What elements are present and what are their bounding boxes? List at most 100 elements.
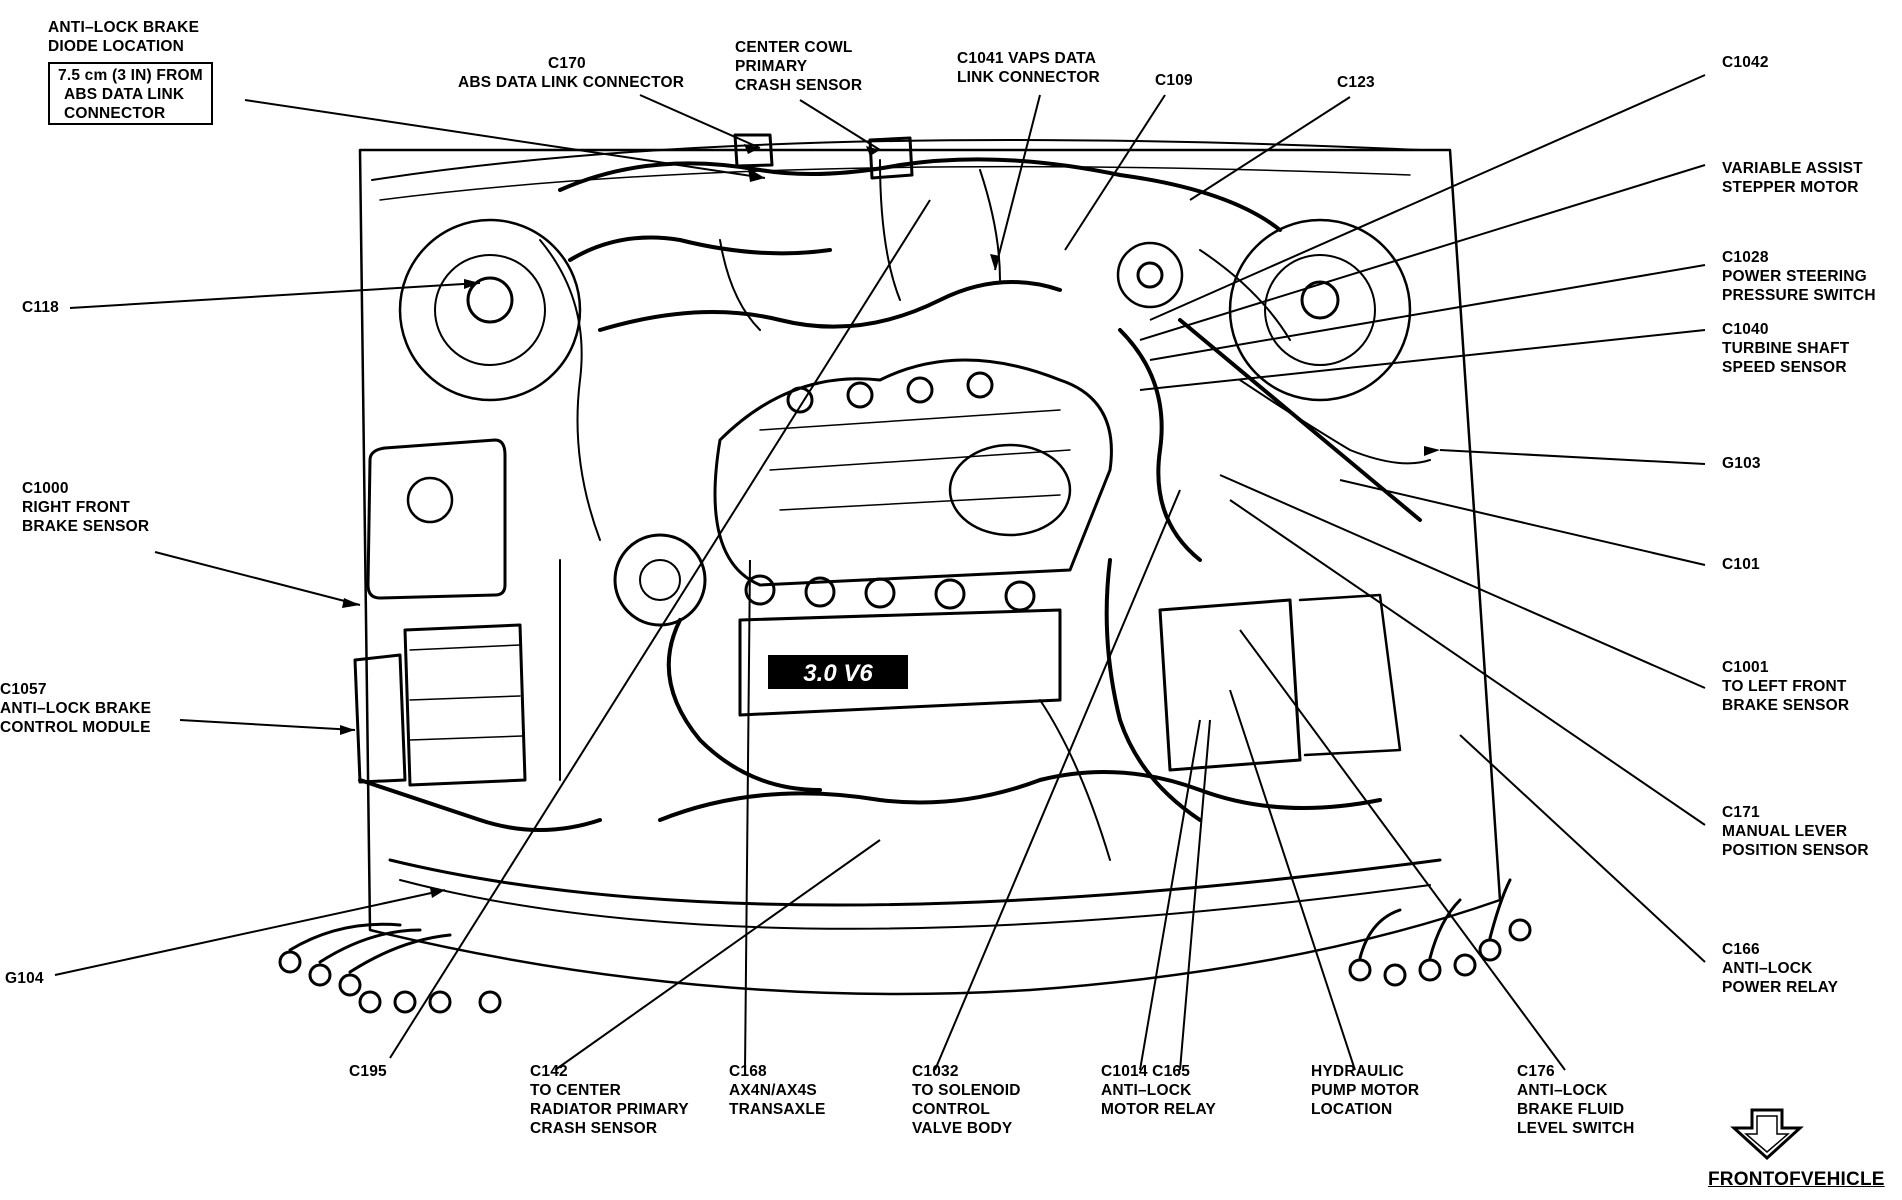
- label-line: CONTROL MODULE: [0, 719, 151, 736]
- label-c176: C176 ANTI–LOCK BRAKE FLUID LEVEL SWITCH: [1517, 1062, 1635, 1138]
- label-line: DIODE LOCATION: [48, 38, 184, 55]
- label-line: VALVE BODY: [912, 1120, 1013, 1137]
- label-c168: C168 AX4N/AX4S TRANSAXLE: [729, 1062, 826, 1119]
- leader-c1057: [179, 719, 356, 731]
- label-line: VARIABLE ASSIST: [1722, 160, 1863, 177]
- label-c1057: C1057 ANTI–LOCK BRAKE CONTROL MODULE: [0, 680, 151, 737]
- label-c1014: C1014 C165 ANTI–LOCK MOTOR RELAY: [1101, 1062, 1216, 1119]
- label-line: C166: [1722, 941, 1760, 958]
- label-line: C1028: [1722, 249, 1769, 266]
- label-c109: C109: [1155, 71, 1193, 90]
- leader-c1032: [934, 489, 1181, 1071]
- svg-text:3.0 V6: 3.0 V6: [803, 660, 873, 687]
- label-line: ANTI–LOCK: [1101, 1082, 1192, 1099]
- label-line: C118: [22, 299, 59, 316]
- leader-c165: [1179, 719, 1211, 1071]
- label-line: POSITION SENSOR: [1722, 842, 1869, 859]
- label-c1000: C1000 RIGHT FRONT BRAKE SENSOR: [22, 479, 149, 536]
- label-line: LINK CONNECTOR: [957, 69, 1100, 86]
- leader-c118: [69, 282, 481, 309]
- label-line: PRIMARY: [735, 58, 808, 75]
- label-c1032: C1032 TO SOLENOID CONTROL VALVE BODY: [912, 1062, 1021, 1138]
- label-line: SPEED SENSOR: [1722, 359, 1847, 376]
- label-line: AX4N/AX4S: [729, 1082, 817, 1099]
- label-line: ANTI–LOCK BRAKE: [48, 19, 200, 36]
- leader-c123: [1189, 96, 1351, 201]
- label-c1042: C1042: [1722, 53, 1769, 72]
- label-line: ABS DATA LINK CONNECTOR: [458, 74, 685, 91]
- front-arrow-icon: [1730, 1108, 1804, 1161]
- label-line: CRASH SENSOR: [735, 77, 863, 94]
- label-line: G104: [5, 970, 44, 987]
- label-c166: C166 ANTI–LOCK POWER RELAY: [1722, 940, 1838, 997]
- leader-c1028: [1149, 264, 1706, 361]
- label-line: C123: [1337, 74, 1375, 91]
- leader-c1001: [1219, 474, 1706, 689]
- label-c1040: C1040 TURBINE SHAFT SPEED SENSOR: [1722, 320, 1849, 377]
- leader-c176: [1239, 629, 1566, 1071]
- label-line: C1042: [1722, 54, 1769, 71]
- leader-c1000: [154, 551, 361, 606]
- label-line: POWER STEERING: [1722, 268, 1867, 285]
- leader-c171: [1229, 499, 1706, 826]
- label-line: ABS DATA LINK: [64, 86, 185, 103]
- leader-c142: [554, 839, 881, 1071]
- label-g104: G104: [5, 969, 44, 988]
- label-c195: C195: [349, 1062, 387, 1081]
- leader-c1041: [994, 94, 1041, 271]
- leader-g103: [1439, 449, 1706, 465]
- intake-manifold: [713, 358, 1113, 587]
- label-line: TO SOLENOID: [912, 1082, 1021, 1099]
- label-line: BRAKE FLUID: [1517, 1101, 1625, 1118]
- label-c170: C170 ABS DATA LINK CONNECTOR: [458, 54, 684, 92]
- label-line: C142: [530, 1063, 568, 1080]
- label-line: HYDRAULIC: [1311, 1063, 1405, 1080]
- label-abs-diode-box: 7.5 cm (3 IN) FROM ABS DATA LINK CONNECT…: [48, 62, 213, 125]
- leader-g104: [54, 889, 446, 976]
- label-c171: C171 MANUAL LEVER POSITION SENSOR: [1722, 803, 1869, 860]
- fluid-reservoir: [366, 438, 507, 600]
- label-c1028: C1028 POWER STEERING PRESSURE SWITCH: [1722, 248, 1876, 305]
- leader-c170: [639, 94, 761, 149]
- label-center-cowl: CENTER COWL PRIMARY CRASH SENSOR: [735, 38, 862, 95]
- label-line: C1001: [1722, 659, 1769, 676]
- label-line: MANUAL LEVER: [1722, 823, 1848, 840]
- leader-vas-stepper: [1139, 164, 1706, 341]
- label-line: MOTOR RELAY: [1101, 1101, 1217, 1118]
- abs-module: [403, 623, 527, 787]
- label-c118: C118: [22, 298, 59, 317]
- label-line: CONTROL: [912, 1101, 991, 1118]
- leader-c1042: [1149, 74, 1706, 321]
- label-g103: G103: [1722, 454, 1761, 473]
- leader-abs-diode: [244, 99, 766, 179]
- label-line: C170: [548, 55, 586, 72]
- label-line: PUMP MOTOR: [1311, 1082, 1420, 1099]
- label-line: C109: [1155, 72, 1193, 89]
- label-line: CONNECTOR: [64, 105, 166, 122]
- left-strut-tower: [1228, 218, 1412, 402]
- leader-c109: [1064, 94, 1166, 251]
- label-c101: C101: [1722, 555, 1760, 574]
- leader-center-cowl: [799, 99, 881, 151]
- leader-c1014: [1139, 719, 1201, 1071]
- leader-c1040: [1139, 329, 1706, 391]
- label-line: TO CENTER: [530, 1082, 622, 1099]
- label-line: C176: [1517, 1063, 1555, 1080]
- front-of-vehicle-label: FRONTOFVEHICLE: [1708, 1169, 1885, 1190]
- label-abs-diode: ANTI–LOCK BRAKE DIODE LOCATION: [48, 18, 199, 56]
- label-line: LEVEL SWITCH: [1517, 1120, 1635, 1137]
- label-line: C1041 VAPS DATA: [957, 50, 1097, 67]
- label-line: ANTI–LOCK BRAKE: [0, 700, 152, 717]
- label-line: BRAKE SENSOR: [22, 518, 150, 535]
- label-line: C1057: [0, 681, 47, 698]
- label-line: C195: [349, 1063, 387, 1080]
- leader-c166: [1459, 734, 1706, 963]
- label-line: C101: [1722, 556, 1760, 573]
- label-line: G103: [1722, 455, 1761, 472]
- label-line: RIGHT FRONT: [22, 499, 131, 516]
- label-line: BRAKE SENSOR: [1722, 697, 1850, 714]
- label-line: LOCATION: [1311, 1101, 1393, 1118]
- label-line: TRANSAXLE: [729, 1101, 826, 1118]
- fender-outline: [358, 148, 1502, 996]
